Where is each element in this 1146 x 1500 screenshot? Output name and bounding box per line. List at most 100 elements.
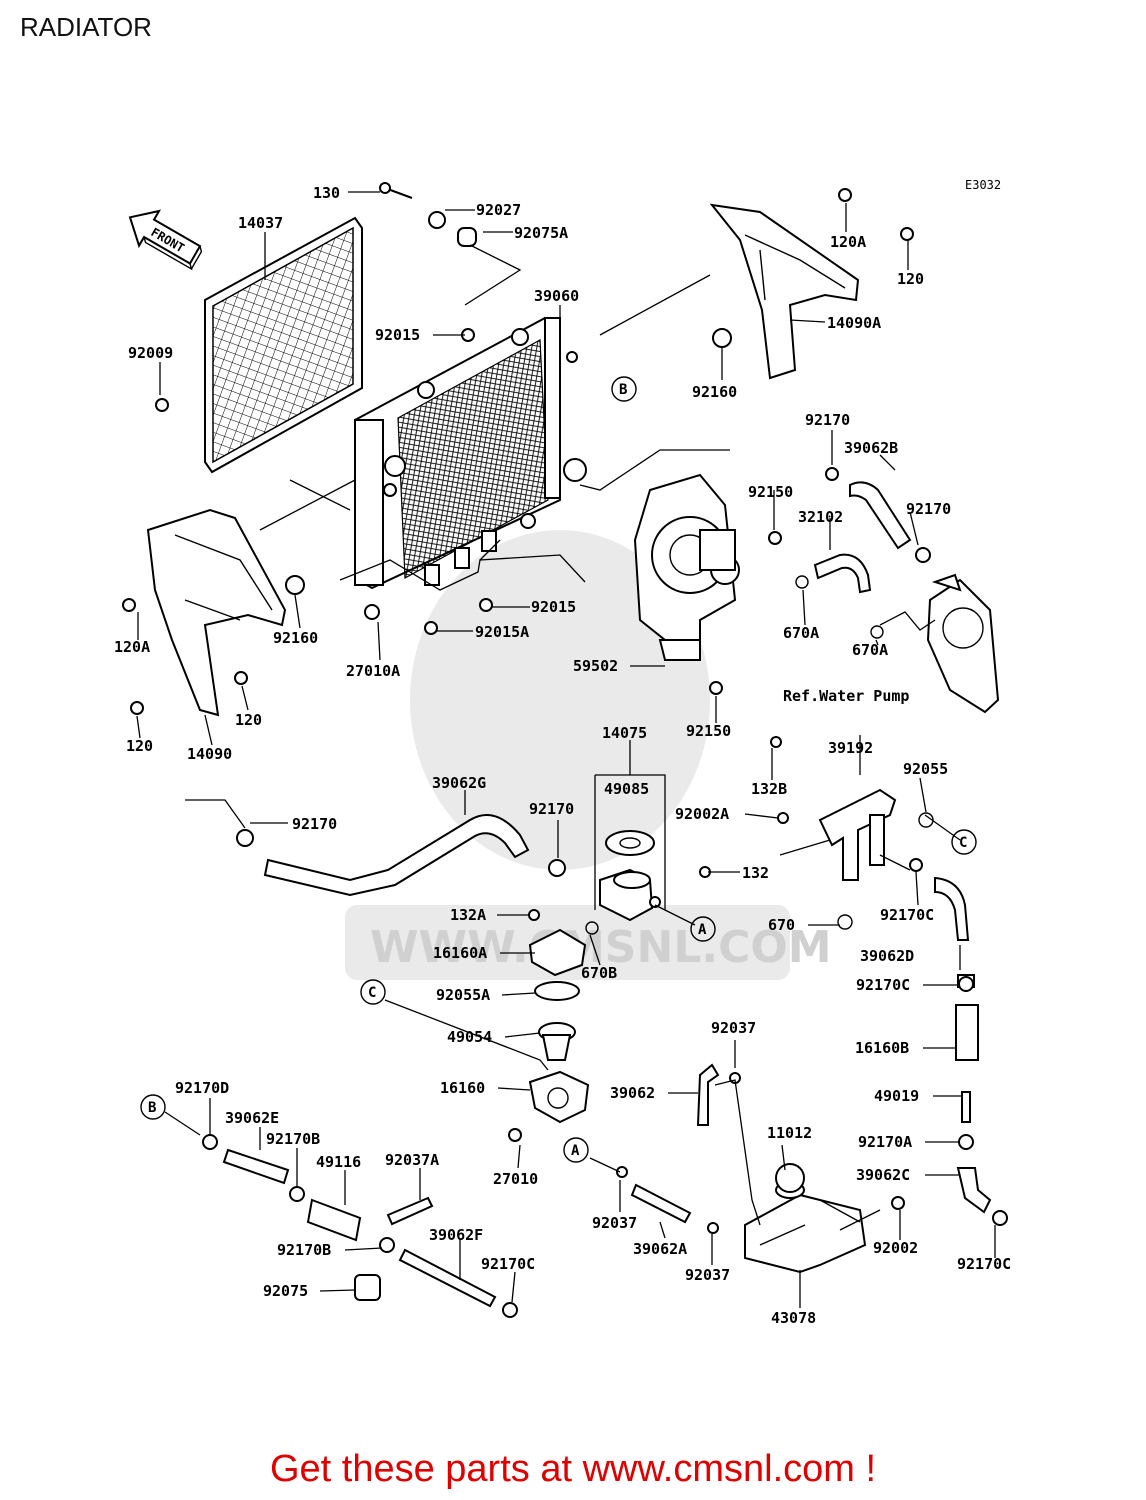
part-labels: 130 92027 92075A 14037 120A 120 14090A 3… bbox=[114, 184, 1011, 1327]
page-title: RADIATOR bbox=[20, 12, 152, 42]
svg-text:C: C bbox=[959, 835, 967, 851]
part-label: 39062A bbox=[633, 1240, 687, 1258]
part-label: 92015A bbox=[475, 623, 529, 641]
part-label: 39062 bbox=[610, 1084, 655, 1102]
part-label: 92160 bbox=[692, 383, 737, 401]
watermark-text: WWW.CMSNL.COM bbox=[370, 922, 832, 973]
part-label: 670A bbox=[852, 641, 888, 659]
part-label: 92170 bbox=[529, 800, 574, 818]
part-label: 49085 bbox=[604, 780, 649, 798]
part-label: 92170 bbox=[292, 815, 337, 833]
hose-39062C bbox=[956, 1167, 992, 1214]
part-label: 92002A bbox=[675, 805, 729, 823]
hose-39062B bbox=[849, 481, 912, 550]
part-label: 92170C bbox=[957, 1255, 1011, 1273]
water-pump bbox=[633, 473, 740, 661]
svg-text:B: B bbox=[148, 1100, 156, 1116]
part-label: 670 bbox=[768, 916, 795, 934]
part-label: 92075 bbox=[263, 1282, 308, 1300]
radiator-core bbox=[354, 316, 587, 590]
callout-a-mid: A bbox=[690, 916, 716, 942]
part-label: 39062E bbox=[225, 1109, 279, 1127]
part-label: 132A bbox=[450, 906, 486, 924]
svg-text:A: A bbox=[571, 1143, 580, 1159]
radiator-screen bbox=[204, 216, 363, 474]
thermostat-49054 bbox=[538, 1022, 576, 1061]
callout-c-right: C bbox=[951, 829, 977, 855]
hose-39062G bbox=[263, 814, 530, 897]
part-label: 92170B bbox=[277, 1241, 331, 1259]
part-label: 92015 bbox=[375, 326, 420, 344]
part-label: 92037 bbox=[685, 1266, 730, 1284]
part-label: 120 bbox=[897, 270, 924, 288]
ref-water-pump-label: Ref.Water Pump bbox=[783, 687, 909, 705]
part-label: 14037 bbox=[238, 214, 283, 232]
hose-39062E bbox=[222, 1148, 290, 1185]
part-label: 92170 bbox=[906, 500, 951, 518]
water-pump-cover bbox=[926, 573, 1000, 714]
hose-39062 bbox=[696, 1063, 720, 1126]
part-label: 92170B bbox=[266, 1130, 320, 1148]
watermark-logo: WWW.CMSNL.COM bbox=[345, 530, 832, 980]
svg-text:A: A bbox=[698, 922, 707, 938]
small-parts bbox=[122, 182, 1008, 1318]
part-label: 92170D bbox=[175, 1079, 229, 1097]
part-label: 92055A bbox=[436, 986, 490, 1004]
hose-39062D bbox=[934, 876, 970, 941]
radiator-shroud-right bbox=[709, 203, 860, 380]
thermostat-housing bbox=[599, 830, 655, 922]
hose-39062A bbox=[630, 1183, 692, 1224]
callout-b-left: B bbox=[140, 1094, 166, 1120]
part-label: 59502 bbox=[573, 657, 618, 675]
part-label: 92037 bbox=[592, 1214, 637, 1232]
part-label: 92150 bbox=[686, 722, 731, 740]
grommet-92075 bbox=[354, 1274, 381, 1301]
part-label: 92015 bbox=[531, 598, 576, 616]
part-label: 92170 bbox=[805, 411, 850, 429]
part-label: 92150 bbox=[748, 483, 793, 501]
part-label: 39062C bbox=[856, 1166, 910, 1184]
part-label: 32102 bbox=[798, 508, 843, 526]
part-label: 92170C bbox=[481, 1255, 535, 1273]
part-label: 120 bbox=[235, 711, 262, 729]
svg-text:B: B bbox=[619, 382, 627, 398]
part-label: 120A bbox=[114, 638, 150, 656]
part-label: 92160 bbox=[273, 629, 318, 647]
part-label: 27010 bbox=[493, 1170, 538, 1188]
part-label: 14075 bbox=[602, 724, 647, 742]
part-label: 27010A bbox=[346, 662, 400, 680]
leader-lines bbox=[136, 191, 996, 1308]
diagram-code: E3032 bbox=[965, 178, 1001, 192]
part-label: 39192 bbox=[828, 739, 873, 757]
part-label: 92009 bbox=[128, 344, 173, 362]
part-label: 39062G bbox=[432, 774, 486, 792]
part-label: 92170C bbox=[856, 976, 910, 994]
callout-a-low: A bbox=[563, 1137, 589, 1163]
part-label: 14090A bbox=[827, 314, 881, 332]
part-label: 92037 bbox=[711, 1019, 756, 1037]
part-label: 130 bbox=[313, 184, 340, 202]
pipe-39192 bbox=[818, 788, 897, 881]
footer-link[interactable]: Get these parts at www.cmsnl.com ! bbox=[269, 1448, 877, 1490]
filter-49116 bbox=[306, 1198, 362, 1242]
part-label: 670A bbox=[783, 624, 819, 642]
part-label: 16160B bbox=[855, 1039, 909, 1057]
thermostat-housing-16160 bbox=[528, 1070, 590, 1124]
part-label: 39062B bbox=[844, 439, 898, 457]
part-label: 670B bbox=[581, 964, 617, 982]
front-arrow-icon: FRONT bbox=[128, 209, 203, 271]
part-label: 92170A bbox=[858, 1133, 912, 1151]
callout-b-top: B bbox=[611, 376, 637, 402]
radiator-shroud-left bbox=[146, 508, 287, 717]
part-label: 49116 bbox=[316, 1153, 361, 1171]
svg-text:C: C bbox=[368, 985, 376, 1001]
part-label: 14090 bbox=[187, 745, 232, 763]
part-label: 39062F bbox=[429, 1226, 483, 1244]
part-label: 16160 bbox=[440, 1079, 485, 1097]
pipe-32102 bbox=[813, 553, 872, 594]
part-label: 49019 bbox=[874, 1087, 919, 1105]
part-label: 92002 bbox=[873, 1239, 918, 1257]
part-label: 39060 bbox=[534, 287, 579, 305]
part-label: 92027 bbox=[476, 201, 521, 219]
